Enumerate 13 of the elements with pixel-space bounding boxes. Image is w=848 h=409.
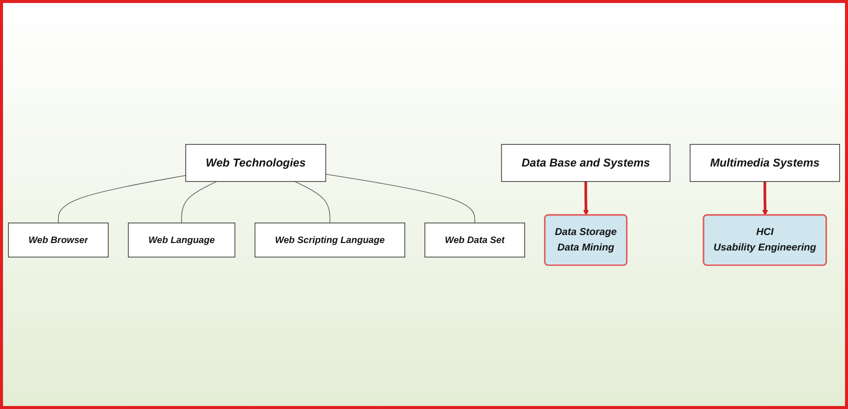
connector xyxy=(181,180,218,224)
node-box: Multimedia Systems xyxy=(690,144,840,182)
node-box: Data Base and Systems xyxy=(501,144,670,182)
connector xyxy=(325,174,476,224)
connector xyxy=(294,180,330,224)
node-box: Web Scripting Language xyxy=(254,222,406,258)
node-box: Web Language xyxy=(128,222,236,258)
arrow xyxy=(762,181,768,216)
node-box: Web Browser xyxy=(8,222,109,258)
node-box: Web Data Set xyxy=(424,222,526,258)
node-box: Web Technologies xyxy=(185,144,326,182)
arrow xyxy=(583,181,589,216)
connector xyxy=(58,174,186,224)
